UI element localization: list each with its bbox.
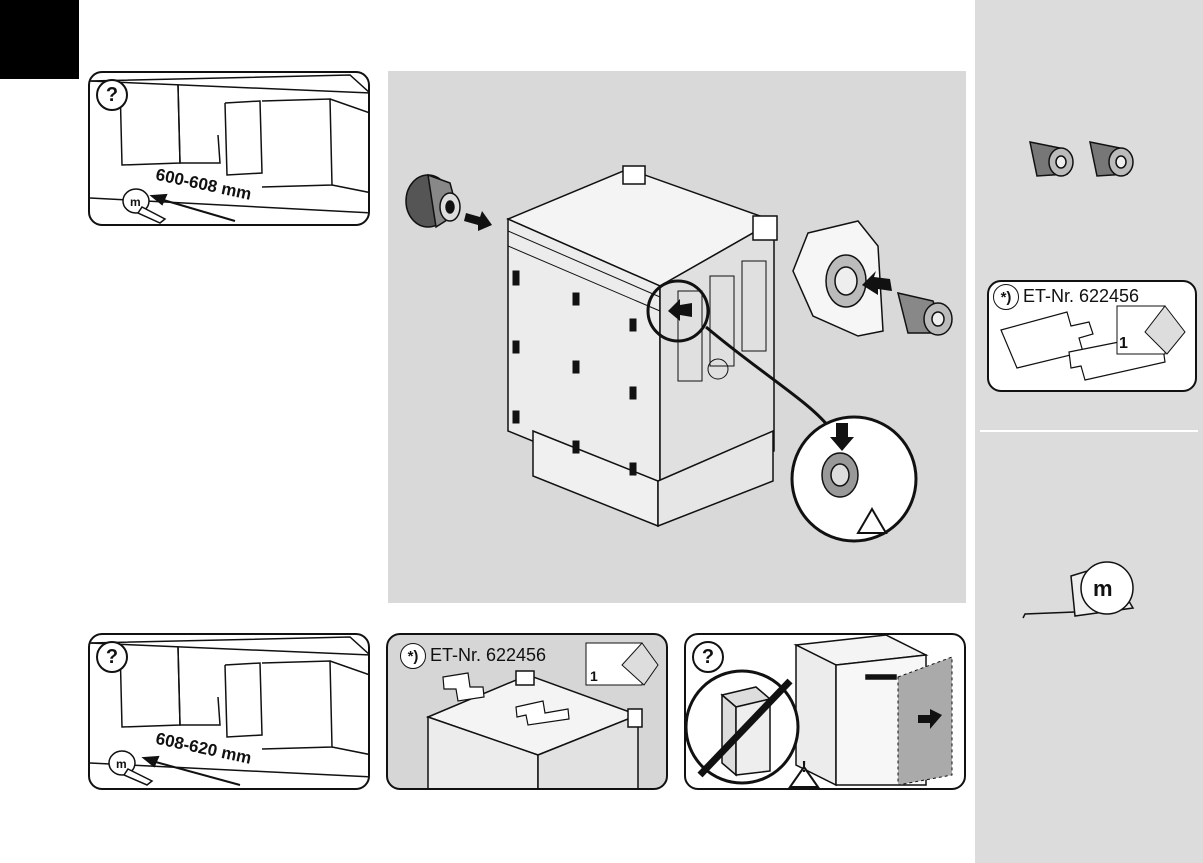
bushing-plugs-icon <box>975 120 1203 200</box>
kitchen-cabinet-illustration-2: m <box>90 635 370 790</box>
help-icon: ? <box>96 641 128 673</box>
corner-tab <box>0 0 79 79</box>
dishwasher-body <box>508 166 777 526</box>
asterisk-icon: *) <box>400 643 426 669</box>
warning-exclamation: ! <box>789 759 819 777</box>
tape-measure-icon: m <box>975 558 1203 638</box>
panel-parts-bottom: 1 *)ET-Nr. 622456 <box>386 633 668 790</box>
parts-number-label: *)ET-Nr. 622456 <box>400 643 546 669</box>
arrow-right-1 <box>464 211 492 231</box>
panel-niche-measure-bottom: m ? 608-620 mm <box>88 633 370 790</box>
panel-furniture-front: ? ! <box>684 633 966 790</box>
sidebar-parts-panel: 1 *)ET-Nr. 622456 <box>987 280 1197 392</box>
manual-page-number: 1 <box>1119 335 1128 352</box>
panel-niche-measure-top: m ? 600-608 mm <box>88 71 370 226</box>
dishwasher-install-illustration <box>388 71 966 603</box>
sidebar-divider <box>980 430 1198 432</box>
parts-number-label: *)ET-Nr. 622456 <box>993 284 1139 310</box>
svg-text:m: m <box>130 195 141 209</box>
right-sidebar: 1 *)ET-Nr. 622456 m <box>975 0 1203 863</box>
manual-page-number: 1 <box>590 668 598 684</box>
bushing-plug-left <box>406 175 460 227</box>
tape-measure-symbol: m <box>1093 576 1113 601</box>
svg-text:m: m <box>116 757 127 771</box>
kitchen-cabinet-illustration: m <box>90 73 370 226</box>
parts-number-text: ET-Nr. 622456 <box>1023 286 1139 306</box>
asterisk-icon: *) <box>993 284 1019 310</box>
parts-number-text: ET-Nr. 622456 <box>430 645 546 665</box>
furniture-front-illustration <box>686 635 966 790</box>
help-icon: ? <box>692 641 724 673</box>
main-illustration-area <box>388 71 966 603</box>
help-icon: ? <box>96 79 128 111</box>
bushing-plug-right <box>898 293 952 335</box>
